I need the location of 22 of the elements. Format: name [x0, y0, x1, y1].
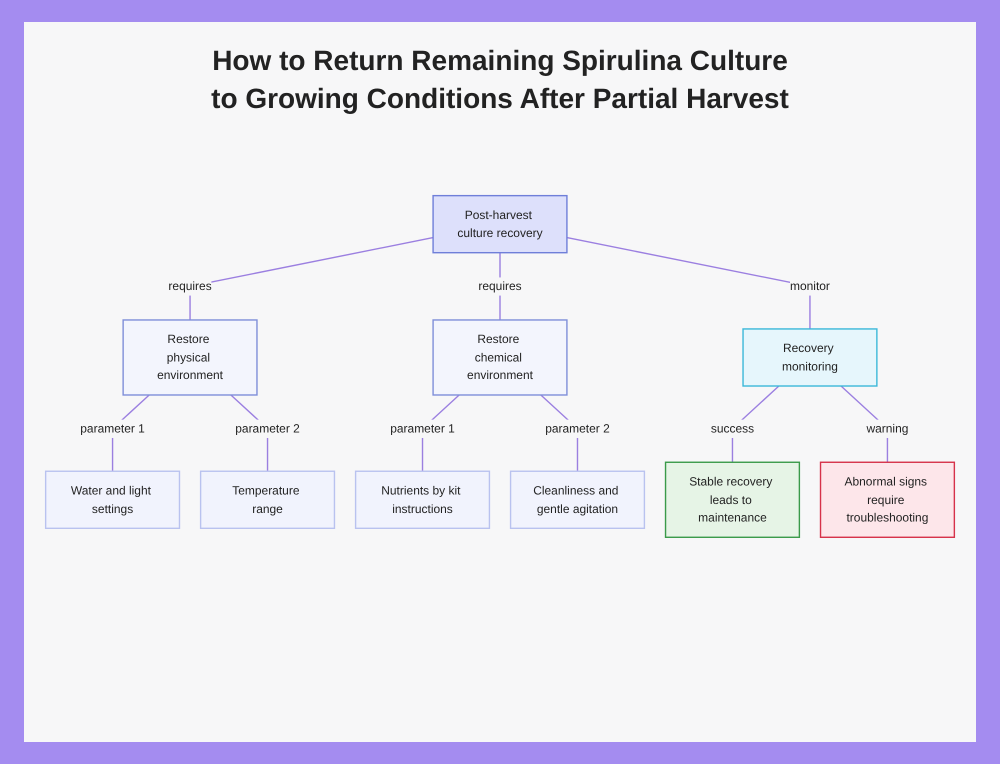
- connector: [566, 236, 811, 329]
- node-box: Recovery monitoring: [742, 328, 878, 387]
- node-box: Cleanliness and gentle agitation: [510, 470, 646, 529]
- node-box: Temperature range: [200, 470, 336, 529]
- node-box: Abnormal signs require troubleshooting: [820, 462, 956, 538]
- node-box: Restore chemical environment: [432, 319, 568, 396]
- node-box: Restore physical environment: [122, 319, 258, 396]
- edge-label: parameter 1: [80, 422, 145, 436]
- connector: [189, 236, 434, 320]
- edge-label: warning: [866, 422, 908, 436]
- title: How to Return Remaining Spirulina Culture to Growing Conditions After Partial Harvest: [210, 44, 790, 116]
- node-box: Stable recovery leads to maintenance: [664, 462, 800, 538]
- edge-label: monitor: [790, 279, 830, 293]
- edge-label: requires: [168, 279, 212, 293]
- edge-label: parameter 2: [235, 422, 300, 436]
- edge-label: success: [710, 422, 754, 436]
- node-box: Post-harvest culture recovery: [432, 194, 568, 254]
- edge-label: parameter 1: [390, 422, 455, 436]
- node-box: Nutrients by kit instructions: [354, 470, 490, 529]
- node-box: Water and light settings: [44, 470, 180, 529]
- edge-label: parameter 2: [545, 422, 610, 436]
- edge-label: requires: [478, 279, 522, 293]
